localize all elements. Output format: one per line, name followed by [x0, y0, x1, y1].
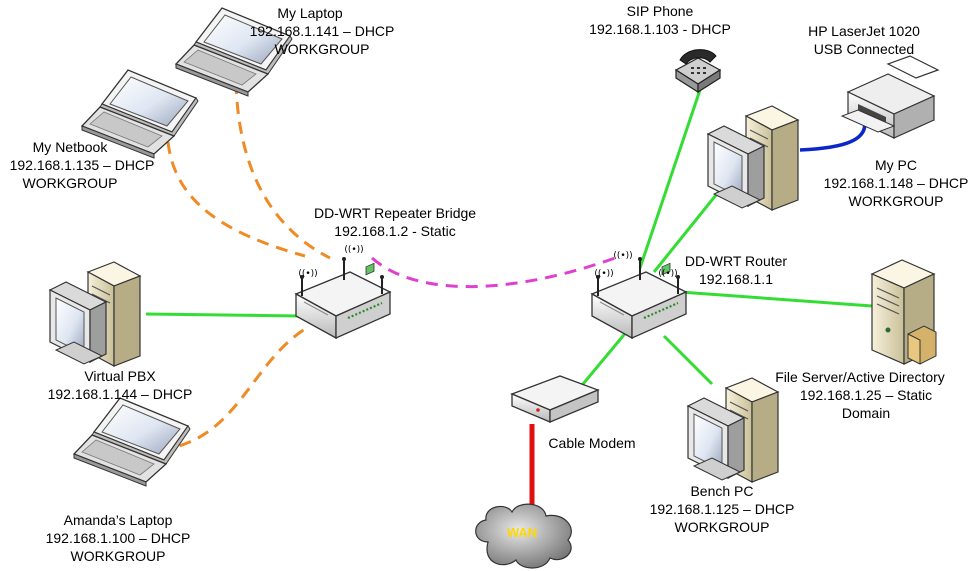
link-repeater-to-router: [371, 256, 616, 289]
links: [145, 81, 873, 512]
router-label: DD-WRT Router 192.168.1.1: [685, 253, 788, 287]
node-group: WORKGROUP: [71, 548, 166, 564]
node-name: Amanda’s Laptop: [64, 512, 173, 528]
node-ip: 192.168.1.103 - DHCP: [589, 21, 731, 37]
node-name: DD-WRT Repeater Bridge: [314, 205, 476, 221]
node-note: USB Connected: [814, 41, 914, 57]
modem-icon: [510, 375, 600, 423]
printer-icon: [840, 55, 940, 139]
link-cable-modem-to-router: [576, 329, 630, 391]
amanda-laptop-label: Amanda’s Laptop 192.168.1.100 – DHCP WOR…: [46, 512, 191, 564]
node-group: WORKGROUP: [849, 193, 944, 209]
node-ip: 192.168.1.135 – DHCP: [10, 157, 155, 173]
my-pc-label: My PC 192.168.1.148 – DHCP WORKGROUP: [824, 157, 969, 209]
wifi-signal-icon: ((•)): [658, 269, 677, 279]
link-my-pc-to-router: [652, 189, 722, 273]
link-amanda-laptop-to-repeater: [159, 324, 311, 452]
wifi-signal-icon: ((•)): [594, 269, 613, 279]
cloud-icon: [475, 503, 572, 569]
node-group: Domain: [842, 405, 890, 421]
node-ip: 192.168.1.144 – DHCP: [48, 386, 193, 402]
link-sip-phone-to-router: [638, 83, 704, 269]
node-name: SIP Phone: [627, 3, 694, 19]
wifi-signal-icon: ((•)): [298, 269, 317, 279]
desktop-pc-icon: [687, 377, 779, 483]
link-file-server-to-router: [679, 290, 873, 308]
bench-pc-label: Bench PC 192.168.1.125 – DHCP WORKGROUP: [650, 483, 795, 535]
file-server-label: File Server/Active Directory 192.168.1.2…: [775, 369, 945, 421]
node-group: WORKGROUP: [275, 41, 370, 57]
node-ip: 192.168.1.25 – Static: [800, 387, 932, 403]
sip-phone-label: SIP Phone 192.168.1.103 - DHCP: [589, 3, 731, 37]
node-name: HP LaserJet 1020: [808, 23, 920, 39]
node-name: My PC: [875, 157, 917, 173]
wifi-signal-icon: ((•)): [613, 251, 632, 261]
node-ip: 192.168.1.100 – DHCP: [46, 530, 191, 546]
wifi-signal-icon: ((•)): [344, 245, 363, 255]
node-name: My Laptop: [277, 5, 343, 21]
cable-modem-label: Cable Modem: [548, 435, 635, 451]
repeater-label: DD-WRT Repeater Bridge 192.168.1.2 - Sta…: [314, 205, 476, 239]
node-ip: 192.168.1.148 – DHCP: [824, 175, 969, 191]
link-my-laptop-to-repeater: [234, 81, 331, 260]
virtual-pbx-label: Virtual PBX 192.168.1.144 – DHCP: [48, 368, 193, 402]
node-group: WORKGROUP: [675, 519, 770, 535]
node-name: Bench PC: [690, 483, 753, 499]
printer-label: HP LaserJet 1020 USB Connected: [808, 23, 920, 57]
node-ip: 192.168.1.141 – DHCP: [250, 23, 395, 39]
node-name: File Server/Active Directory: [775, 369, 945, 385]
link-my-netbook-to-repeater: [166, 141, 306, 258]
phone-icon: [674, 49, 722, 94]
desktop-pc-icon: [49, 261, 141, 367]
node-name: My Netbook: [33, 139, 109, 155]
laptop-icon: [73, 397, 191, 487]
link-virtual-pbx-to-repeater: [145, 312, 301, 318]
link-bench-pc-to-router: [662, 334, 714, 386]
link-printer-to-my-pc: [799, 117, 867, 152]
node-name: Cable Modem: [548, 435, 635, 451]
node-ip: 192.168.1.2 - Static: [334, 223, 455, 239]
server-icon: [871, 259, 937, 365]
desktop-pc-icon: [707, 105, 799, 211]
node-ip: 192.168.1.1: [699, 271, 773, 287]
node-name: DD-WRT Router: [685, 253, 788, 269]
wan-label: WAN: [507, 525, 537, 540]
node-group: WORKGROUP: [23, 175, 118, 191]
my-laptop-label: My Laptop 192.168.1.141 – DHCP WORKGROUP: [250, 5, 395, 57]
node-name: Virtual PBX: [84, 368, 156, 384]
node-ip: 192.168.1.125 – DHCP: [650, 501, 795, 517]
my-netbook-label: My Netbook 192.168.1.135 – DHCP WORKGROU…: [10, 139, 155, 191]
